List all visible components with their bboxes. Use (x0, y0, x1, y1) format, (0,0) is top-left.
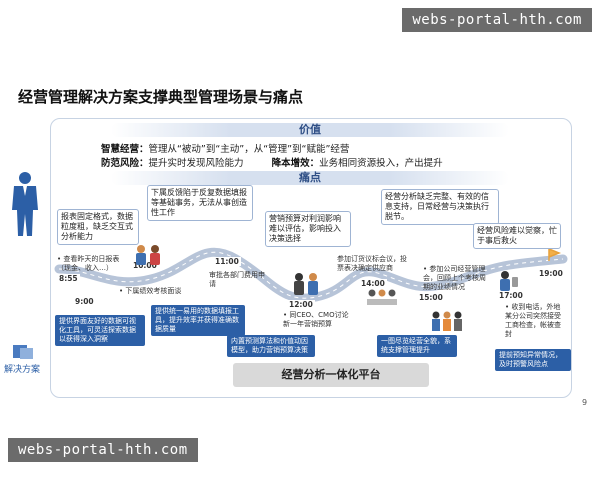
value-text-risk: 提升实时发现风险能力 (148, 158, 244, 169)
time-1900: 19:00 (537, 269, 565, 278)
pain-point-4: 经营分析缺乏完整、有效的信息支持，日常经营与决策执行脱节。 (381, 189, 499, 225)
value-line-1: 智慧经营：管理从“被动”到“主动”，从“管理”到“赋能”经营 (101, 141, 349, 155)
analytics-platform-bar: 经营分析一体化平台 (233, 363, 429, 387)
value-key-cost: 降本增效： (271, 158, 320, 169)
solution-early-warning: 提前预知异常情况，及时预警风险点 (495, 349, 571, 371)
value-line-2: 防范风险：提升实时发现风险能力 降本增效：业务相同资源投入，产出提升 (101, 155, 443, 169)
time-0855: 8:55 (57, 274, 80, 283)
pain-point-1: 报表固定格式，数据粒度粗，缺乏交互式分析能力 (57, 209, 139, 245)
solution-logo-icon (12, 344, 34, 364)
page-number: 9 (582, 398, 588, 407)
solution-label: 解决方案 (4, 365, 41, 375)
value-key-smart: 智慧经营： (101, 144, 149, 155)
time-1500: 15:00 (417, 293, 445, 302)
discussion-people-icon (294, 273, 318, 295)
time-1400: 14:00 (359, 279, 387, 288)
time-1200: 12:00 (287, 300, 315, 309)
value-key-risk: 防范风险： (101, 158, 149, 169)
phone-call-icon (500, 271, 518, 291)
note-marketing-budget: • 同CEO、CMO讨论新一年营销预算 (283, 311, 349, 328)
note-daily-report: • 查看昨天的日报表（现金、收入…） (57, 255, 120, 272)
pain-point-5: 经营风险难以觉察，忙于事后救火 (473, 223, 561, 249)
time-0900: 9:00 (73, 297, 96, 306)
value-header: 价值 (111, 123, 509, 137)
watermark-bottom: webs-portal-hth.com (8, 438, 198, 462)
time-1100: 11:00 (213, 257, 241, 266)
pain-header: 痛点 (111, 171, 509, 185)
solution-visualization: 提供界面友好的数据可视化工具，可灵活探索数据以获得深入洞察 (55, 315, 145, 346)
note-expense-approval: 审批各部门费用申请 (209, 271, 265, 288)
note-performance-review: • 下属绩效考核面谈 (119, 287, 182, 295)
conference-people-icon (367, 289, 397, 305)
scenario-panel: 价值 智慧经营：管理从“被动”到“主动”，从“管理”到“赋能”经营 防范风险：提… (50, 118, 572, 398)
meeting-people-icon (136, 245, 160, 265)
slide-title: 经营管理解决方案支撑典型管理场景与痛点 (18, 88, 304, 106)
timeline-road (54, 247, 568, 303)
business-person-icon (8, 170, 42, 244)
solution-data-entry: 提供统一易用的数据填报工具，提升效率并获得准确数据质量 (151, 305, 245, 336)
pain-point-2: 下属反馈陷于反复数据填报等基础事务，无法从事创造性工作 (147, 185, 253, 221)
note-branch-inspection: • 收到电话，外地某分公司突然接受工商检查，帐被查封 (505, 303, 561, 338)
note-management-meeting: • 参加公司经营管理会，回顾上个考核周期的业绩情况 (423, 265, 486, 291)
value-text-cost: 业务相同资源投入，产出提升 (319, 158, 443, 169)
time-1000: 10:00 (131, 261, 159, 270)
solution-budget-model: 内置预测算法和价值动因模型，助力营销预算决策 (227, 335, 315, 357)
time-1700: 17:00 (497, 291, 525, 300)
pain-point-3: 营销预算对利润影响难以评估，影响投入决策选择 (265, 211, 351, 247)
note-supplier-vote: 参加订货议标会议，投票表决确定供应商 (337, 255, 407, 272)
team-people-icon (432, 311, 462, 331)
value-text-smart: 管理从“被动”到“主动”，从“管理”到“赋能”经营 (148, 144, 350, 155)
watermark-top: webs-portal-hth.com (402, 8, 592, 32)
solution-overview: 一图尽览经营全貌，系统支撑管理提升 (377, 335, 457, 357)
